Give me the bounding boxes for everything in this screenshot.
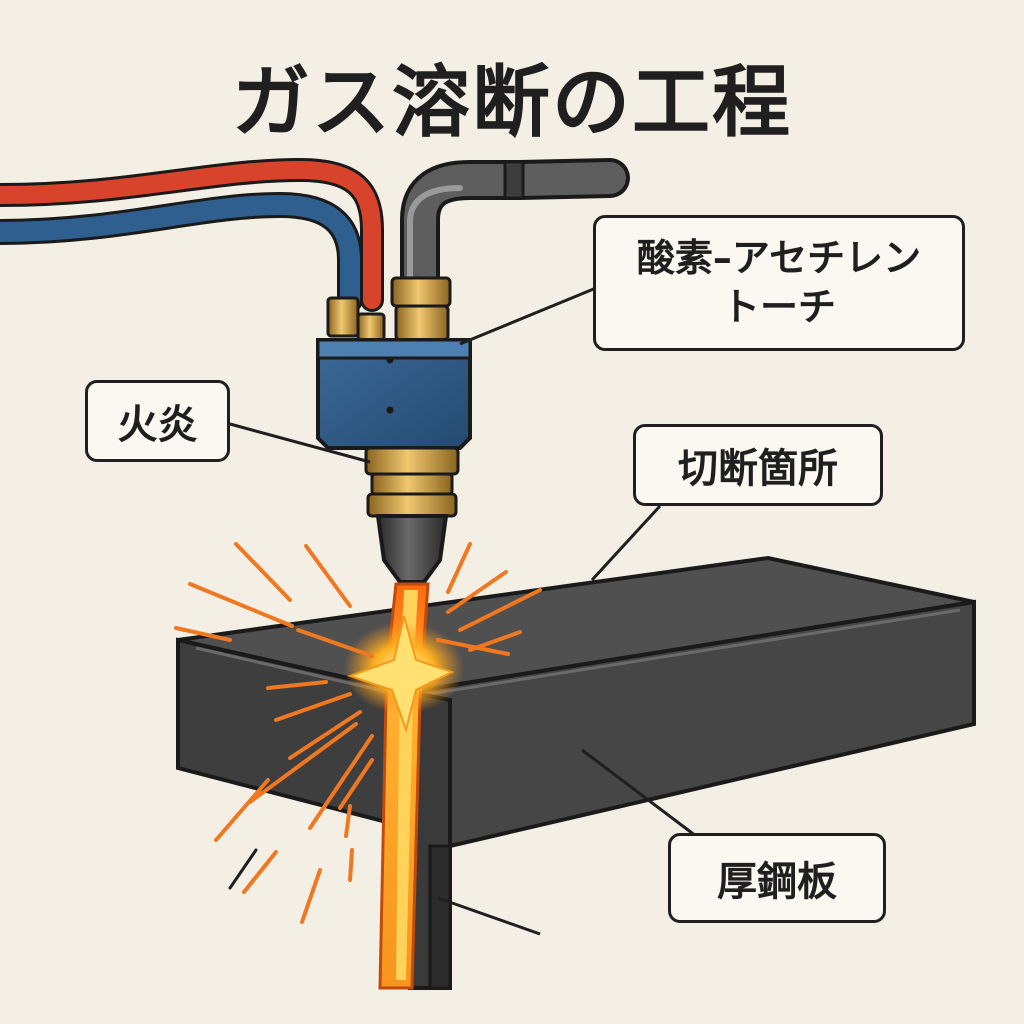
torch-coupling <box>364 446 460 518</box>
page-title: ガス溶断の工程 <box>231 58 792 148</box>
hoses <box>0 157 630 313</box>
leader-flame <box>229 422 371 464</box>
torch-label-line2: トーチ <box>721 285 836 329</box>
leader-plate <box>581 748 697 838</box>
sparks <box>174 542 542 924</box>
torch-label-line1: 酸素–アセチレン <box>636 235 922 280</box>
plate-label: 厚鋼板 <box>668 833 886 923</box>
torch-body <box>316 338 472 450</box>
flame-label: 火炎 <box>85 380 230 462</box>
torch-nozzle <box>375 514 449 584</box>
steel-plate <box>176 555 976 990</box>
leader-kerf <box>437 896 541 936</box>
leader-cut <box>590 504 662 582</box>
leader-torch <box>459 286 597 346</box>
cutting-flame <box>344 582 464 990</box>
leader-lines <box>229 286 697 936</box>
cut-point-label: 切断箇所 <box>633 424 883 506</box>
torch-label: 酸素–アセチレン トーチ <box>593 215 965 351</box>
